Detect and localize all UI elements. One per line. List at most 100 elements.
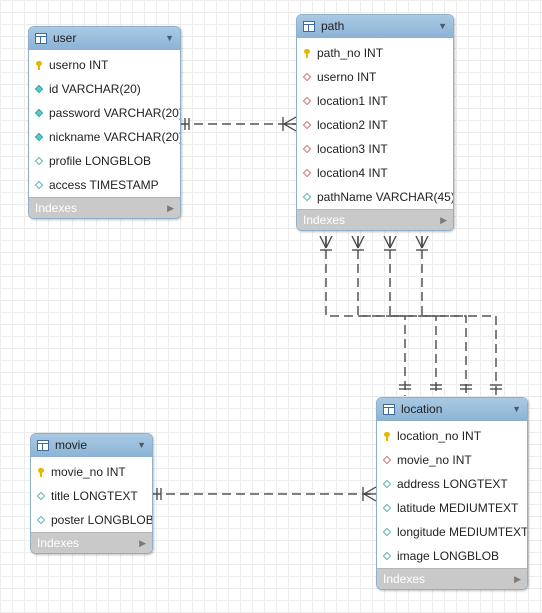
foreign-key-icon (302, 120, 311, 130)
expand-arrow-icon[interactable]: ▶ (139, 537, 146, 548)
column-row[interactable]: id VARCHAR(20) (29, 77, 180, 101)
expand-arrow-icon[interactable]: ▶ (514, 573, 521, 584)
column-label: location3 INT (317, 142, 388, 156)
column-label: path_no INT (317, 46, 384, 60)
column-row[interactable]: latitude MEDIUMTEXT (377, 496, 527, 520)
collapse-icon[interactable]: ▼ (438, 21, 447, 31)
column-label: image LONGBLOB (397, 549, 500, 563)
column-label: userno INT (317, 70, 377, 84)
column-label: latitude MEDIUMTEXT (397, 501, 519, 515)
column-label: poster LONGBLOB (51, 513, 153, 527)
movie-table-header[interactable]: movie ▼ (31, 434, 152, 457)
column-icon (34, 156, 43, 166)
column-row[interactable]: nickname VARCHAR(20) (29, 125, 180, 149)
column-label: location_no INT (397, 429, 482, 443)
column-label: password VARCHAR(20) (49, 106, 181, 120)
column-row[interactable]: image LONGBLOB (377, 544, 527, 568)
foreign-key-icon (302, 168, 311, 178)
indexes-section[interactable]: Indexes ▶ (377, 568, 527, 589)
column-row[interactable]: path_no INT (297, 41, 453, 65)
location-table[interactable]: location ▼ location_no INT movie_no INT … (376, 397, 528, 590)
column-row[interactable]: title LONGTEXT (31, 484, 152, 508)
column-row[interactable]: pathName VARCHAR(45) (297, 185, 453, 209)
column-row[interactable]: password VARCHAR(20) (29, 101, 180, 125)
indexes-label: Indexes (37, 536, 80, 550)
indexes-label: Indexes (383, 572, 426, 586)
foreign-key-icon (382, 455, 391, 465)
user-table-header[interactable]: user ▼ (29, 27, 180, 50)
column-row[interactable]: userno INT (29, 53, 180, 77)
column-row[interactable]: longitude MEDIUMTEXT (377, 520, 527, 544)
column-row[interactable]: address LONGTEXT (377, 472, 527, 496)
expand-arrow-icon[interactable]: ▶ (440, 214, 447, 225)
collapse-icon[interactable]: ▼ (137, 440, 146, 450)
table-title: movie (55, 438, 88, 452)
column-icon (36, 491, 45, 501)
column-label: userno INT (49, 58, 109, 72)
indexes-section[interactable]: Indexes ▶ (29, 197, 180, 218)
column-row[interactable]: location3 INT (297, 137, 453, 161)
column-label: location1 INT (317, 94, 388, 108)
column-row[interactable]: movie_no INT (31, 460, 152, 484)
path-table-header[interactable]: path ▼ (297, 15, 453, 38)
column-row[interactable]: location2 INT (297, 113, 453, 137)
column-row[interactable]: userno INT (297, 65, 453, 89)
column-label: location2 INT (317, 118, 388, 132)
path-bottom-many-mark-1 (319, 235, 333, 251)
column-row[interactable]: profile LONGBLOB (29, 149, 180, 173)
foreign-key-icon (302, 144, 311, 154)
table-icon (303, 20, 315, 32)
path-many-mark (282, 116, 297, 132)
primary-key-icon (34, 60, 43, 70)
path-bottom-many-mark-3 (383, 235, 397, 251)
column-row[interactable]: location_no INT (377, 424, 527, 448)
collapse-icon[interactable]: ▼ (165, 33, 174, 43)
table-icon (37, 439, 49, 451)
indexes-label: Indexes (303, 213, 346, 227)
table-title: user (53, 31, 77, 45)
path-bottom-many-mark-4 (415, 235, 429, 251)
table-title: path (321, 19, 345, 33)
column-label: nickname VARCHAR(20) (49, 130, 181, 144)
location-many-mark (362, 486, 377, 502)
path-table[interactable]: path ▼ path_no INT userno INT location1 … (296, 14, 454, 231)
column-row[interactable]: poster LONGBLOB (31, 508, 152, 532)
column-label: access TIMESTAMP (49, 178, 159, 192)
column-label: movie_no INT (397, 453, 472, 467)
primary-key-icon (382, 431, 391, 441)
column-label: movie_no INT (51, 465, 126, 479)
column-icon (302, 192, 311, 202)
movie-table[interactable]: movie ▼ movie_no INT title LONGTEXT post… (30, 433, 153, 554)
column-icon (382, 527, 391, 537)
foreign-key-icon (302, 72, 311, 82)
column-row[interactable]: location4 INT (297, 161, 453, 185)
column-icon (382, 551, 391, 561)
column-row[interactable]: movie_no INT (377, 448, 527, 472)
indexes-section[interactable]: Indexes ▶ (31, 532, 152, 553)
not-null-column-icon (34, 108, 43, 118)
column-icon (382, 479, 391, 489)
column-label: pathName VARCHAR(45) (317, 190, 454, 204)
column-icon (36, 515, 45, 525)
expand-arrow-icon[interactable]: ▶ (167, 202, 174, 213)
collapse-icon[interactable]: ▼ (512, 404, 521, 414)
location-top-one-marks (399, 384, 502, 390)
column-row[interactable]: access TIMESTAMP (29, 173, 180, 197)
location-table-header[interactable]: location ▼ (377, 398, 527, 421)
table-icon (35, 32, 47, 44)
column-label: location4 INT (317, 166, 388, 180)
column-row[interactable]: location1 INT (297, 89, 453, 113)
user-table[interactable]: user ▼ userno INT id VARCHAR(20) passwor… (28, 26, 181, 219)
column-label: address LONGTEXT (397, 477, 508, 491)
column-label: id VARCHAR(20) (49, 82, 141, 96)
column-icon (34, 180, 43, 190)
indexes-label: Indexes (35, 201, 78, 215)
column-label: title LONGTEXT (51, 489, 138, 503)
foreign-key-icon (302, 96, 311, 106)
column-label: profile LONGBLOB (49, 154, 152, 168)
table-title: location (401, 402, 443, 416)
indexes-section[interactable]: Indexes ▶ (297, 209, 453, 230)
column-icon (382, 503, 391, 513)
location-path-line-4 (421, 236, 497, 396)
